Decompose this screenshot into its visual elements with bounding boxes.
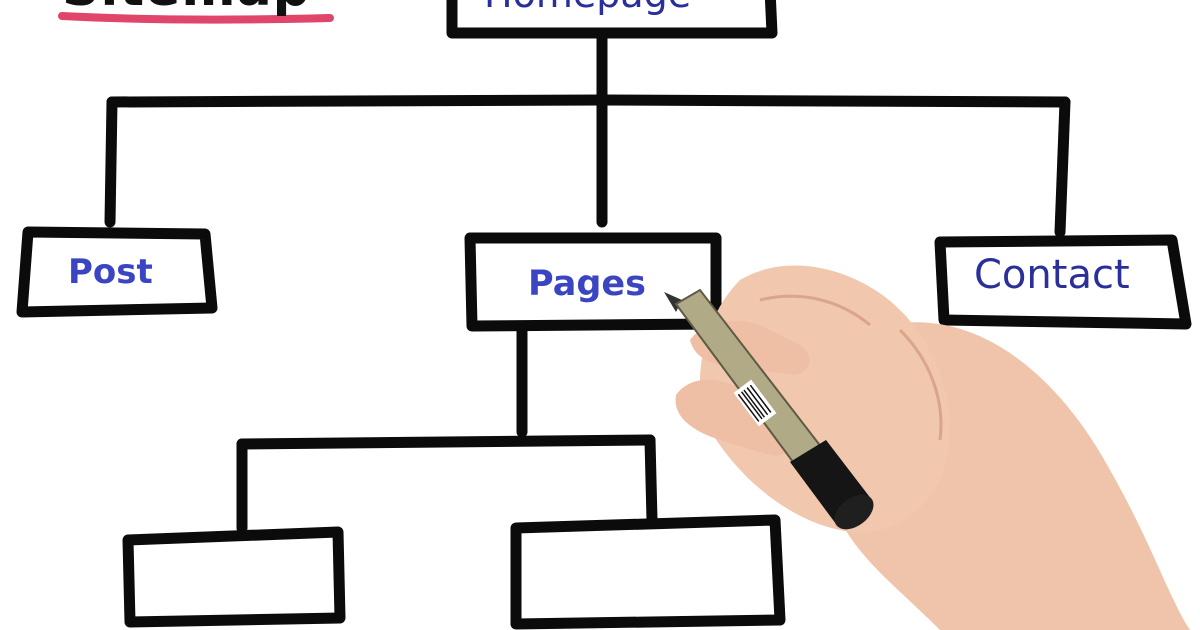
connector-contact-drop bbox=[1054, 96, 1071, 238]
node-pages-label: Pages bbox=[528, 264, 646, 304]
marker-icon bbox=[664, 288, 874, 530]
node-post-label: Post bbox=[68, 252, 153, 292]
connector-post-drop bbox=[104, 96, 118, 228]
diagram-title: Sitemap bbox=[62, 0, 311, 18]
connector-main-horizontal bbox=[106, 94, 1071, 108]
homepage-box bbox=[446, 0, 778, 39]
contact-box bbox=[934, 234, 1192, 330]
post-box bbox=[16, 226, 218, 318]
connector-sub-right-drop bbox=[644, 434, 658, 526]
node-contact-label: Contact bbox=[974, 252, 1130, 298]
title-underline bbox=[58, 12, 334, 24]
child-left-box bbox=[122, 526, 346, 628]
connector-sub-horizontal bbox=[236, 434, 656, 450]
node-homepage-label: Homepage bbox=[484, 0, 691, 16]
child-right-box bbox=[510, 514, 786, 630]
